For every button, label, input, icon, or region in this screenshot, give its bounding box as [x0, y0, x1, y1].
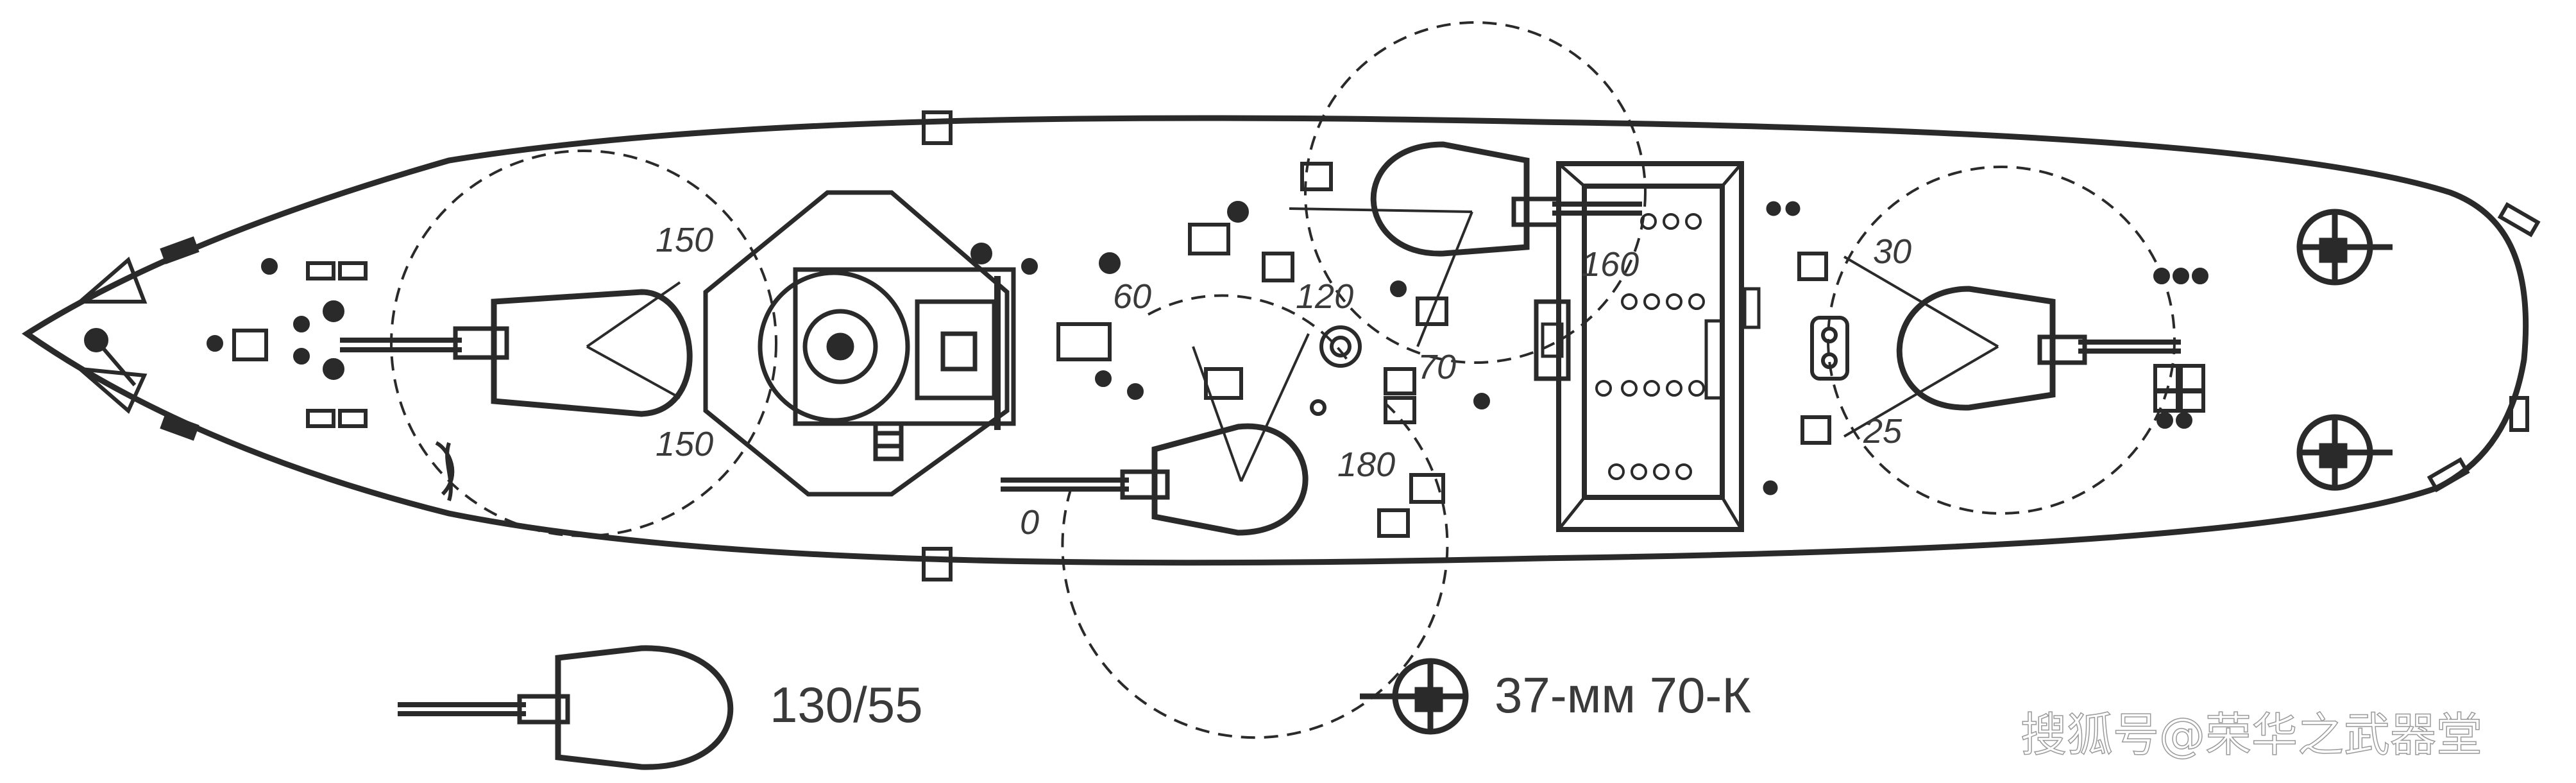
bow-details [74, 236, 199, 441]
forward-turret-arc [390, 150, 777, 537]
legend-aa-37mm-icon [1360, 658, 1469, 735]
aft-fittings [1797, 252, 2208, 445]
arc-label-60: 60 [1113, 277, 1151, 316]
aa-gun-aft-lower [2296, 414, 2393, 491]
aa-gun-aft-upper [2296, 209, 2393, 286]
aft-turret [1827, 166, 2181, 515]
arc-label-fwd-150-upper: 150 [656, 221, 713, 259]
side-fittings [922, 110, 2541, 581]
arc-label-180: 180 [1337, 445, 1395, 484]
legend-turret-130mm-icon [398, 645, 734, 770]
aft-superstructure [1534, 161, 1801, 532]
arc-label-25: 25 [1863, 412, 1902, 451]
arc-label-0: 0 [1020, 503, 1039, 542]
forward-fittings [207, 258, 455, 501]
arc-label-30: 30 [1873, 232, 1911, 271]
middle-turret [1001, 294, 1449, 739]
forward-turret [340, 150, 777, 537]
forward-superstructure [703, 190, 1016, 497]
middle-turret-arc [1061, 397, 1449, 739]
legend-label-37mm-70k: 37-мм 70-К [1495, 667, 1751, 723]
legend-label-130-55: 130/55 [770, 676, 923, 733]
arc-label-fwd-150-lower: 150 [656, 425, 713, 463]
mid-fittings [970, 201, 1490, 538]
upper-turret [1289, 21, 1647, 364]
arc-label-70: 70 [1418, 348, 1456, 386]
watermark-text: 搜狐号@荣华之武器堂 [2021, 708, 2482, 762]
hull-outline [21, 115, 2529, 566]
upper-turret-arc [1304, 21, 1647, 364]
arc-label-160: 160 [1581, 245, 1639, 284]
arc-label-120: 120 [1296, 277, 1353, 316]
